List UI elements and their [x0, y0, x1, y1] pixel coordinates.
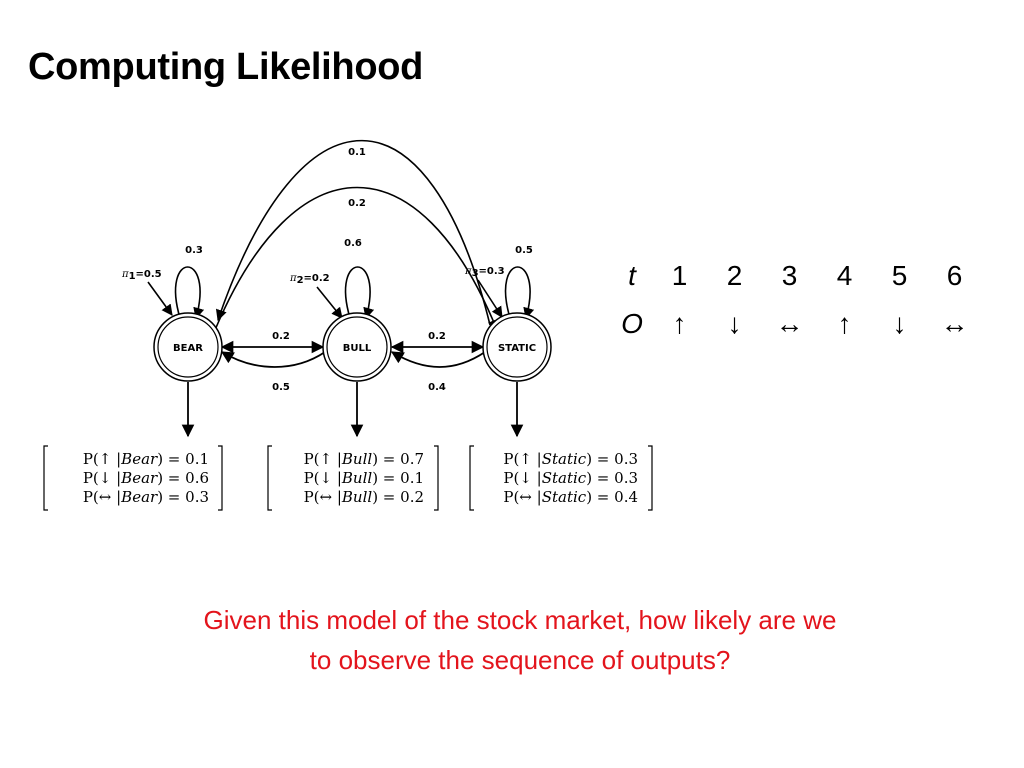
transition-bull-bear	[220, 351, 326, 368]
emission-bear-flat: P(↔ |Bear) = 0.3	[83, 488, 209, 506]
observation-symbol: ↓	[727, 308, 742, 339]
time-step: 3	[781, 260, 798, 291]
state-bull-label: BULL	[343, 343, 372, 354]
time-step: 4	[836, 260, 853, 291]
transition-bull-static-label: 0.2	[428, 331, 446, 342]
initial-arrow-static	[477, 279, 503, 318]
transition-static-bear-outer	[215, 139, 491, 326]
time-step: 1	[671, 260, 688, 291]
question-text: Given this model of the stock market, ho…	[203, 605, 837, 675]
emission-bear-down: P(↓ |Bear) = 0.6	[83, 469, 209, 487]
transition-bear-bull-label: 0.2	[272, 331, 290, 342]
hmm-state-diagram: 0.1 0.2 0.3 0.6 0.5 0.2 0.5 0.2 0.4 π1=0…	[43, 139, 653, 511]
time-step: 5	[891, 260, 908, 291]
state-bull: BULL	[322, 312, 392, 382]
time-row-label: t	[628, 260, 636, 291]
observation-row: O ↑ ↓ ↔ ↑ ↓ ↔	[612, 300, 982, 348]
initial-prob-bull: π2=0.2	[289, 273, 330, 286]
time-step: 2	[726, 260, 743, 291]
transition-static-bear-outer-label: 0.1	[348, 147, 366, 158]
transition-static-bull-label: 0.4	[428, 382, 446, 393]
observation-symbol: ↑	[837, 308, 852, 339]
initial-arrow-bear	[147, 281, 173, 316]
self-loop-bull	[344, 266, 375, 320]
initial-arrow-bull	[316, 286, 343, 319]
observation-sequence-table: t 1 2 3 4 5 6 O ↑ ↓ ↔ ↑ ↓ ↔	[612, 252, 982, 348]
emission-bull-up: P(↑ |Bull) = 0.7	[304, 450, 424, 468]
initial-prob-static: π3=0.3	[464, 266, 505, 279]
self-loop-bull-label: 0.6	[344, 238, 362, 249]
observation-row-label: O	[621, 308, 643, 339]
state-bear: BEAR	[153, 312, 223, 382]
observation-symbol: ↑	[672, 308, 687, 339]
self-loop-bear	[174, 266, 205, 320]
emission-static-up: P(↑ |Static) = 0.3	[503, 450, 638, 468]
emission-bull-down: P(↓ |Bull) = 0.1	[304, 469, 424, 487]
transition-bull-bear-label: 0.5	[272, 382, 290, 393]
self-loop-static-label: 0.5	[515, 245, 533, 256]
initial-prob-bear: π1=0.5	[121, 269, 162, 282]
state-static-label: STATIC	[498, 343, 536, 354]
self-loop-static	[504, 266, 535, 320]
transition-static-bear-inner-label: 0.2	[348, 198, 366, 209]
emission-bull-flat: P(↔ |Bull) = 0.2	[304, 488, 424, 506]
slide-title: Computing Likelihood	[28, 46, 424, 88]
transition-bear-static-inner	[214, 186, 499, 332]
time-row: t 1 2 3 4 5 6	[612, 252, 982, 300]
emission-matrix-bull: P(↑ |Bull) = 0.7 P(↓ |Bull) = 0.1 P(↔ |B…	[267, 445, 439, 511]
transition-static-bull	[390, 351, 486, 368]
observation-symbol: ↓	[892, 308, 907, 339]
state-bear-label: BEAR	[173, 343, 203, 354]
emission-bear-up: P(↑ |Bear) = 0.1	[83, 450, 209, 468]
state-static: STATIC	[482, 312, 552, 382]
emission-matrix-static: P(↑ |Static) = 0.3 P(↓ |Static) = 0.3 P(…	[469, 445, 653, 511]
emission-static-flat: P(↔ |Static) = 0.4	[503, 488, 638, 506]
observation-symbol: ↔	[775, 308, 804, 339]
emission-matrix-bear: P(↑ |Bear) = 0.1 P(↓ |Bear) = 0.6 P(↔ |B…	[43, 445, 223, 511]
time-step: 6	[946, 260, 963, 291]
emission-static-down: P(↓ |Static) = 0.3	[503, 469, 638, 487]
observation-symbol: ↔	[940, 308, 969, 339]
self-loop-bear-label: 0.3	[185, 245, 203, 256]
